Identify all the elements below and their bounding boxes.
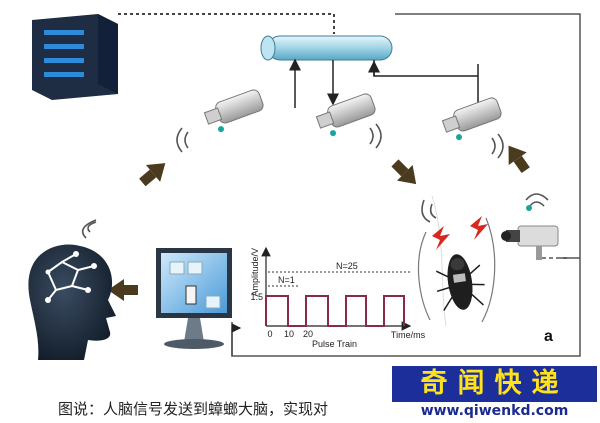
usb-transceiver-left-icon <box>203 88 267 135</box>
arrow-camera-to-dongle-icon <box>500 139 535 176</box>
marker-n1: N=1 <box>278 275 295 285</box>
usb-transceiver-right-icon <box>441 96 505 143</box>
camera-icon <box>501 205 558 260</box>
pulse-train-chart: Amplitude/V 1.5 0 10 20 Time/ms Pulse Tr… <box>250 248 426 349</box>
arrow-dongle-to-cockroach-icon <box>387 155 424 192</box>
feedback-to-monitor-line <box>232 328 240 356</box>
y-tick-label: 1.5 <box>250 292 263 302</box>
bus-connectors <box>295 60 478 108</box>
arrow-head-to-dongle-icon <box>135 155 172 191</box>
x-tick-label-0: 0 <box>267 329 272 339</box>
x-tick-label-2: 20 <box>303 329 313 339</box>
watermark-title: 奇闻快递 <box>392 366 597 402</box>
server-link-line <box>118 14 334 34</box>
human-head-icon <box>28 244 116 360</box>
watermark-url: www.qiwenkd.com <box>392 403 597 420</box>
x-tick-label-1: 10 <box>284 329 294 339</box>
monitor-icon <box>156 248 232 349</box>
marker-n25: N=25 <box>336 261 358 271</box>
lightning-bolt-icons <box>432 216 488 250</box>
x-axis-label: Time/ms <box>391 330 426 340</box>
y-axis-label: Amplitude/V <box>250 248 260 297</box>
cockroach-icon <box>432 251 487 313</box>
pulse-waveform <box>266 296 404 326</box>
frame-lines <box>232 14 580 356</box>
watermark: 奇闻快递 www.qiwenkd.com <box>392 366 597 420</box>
usb-transceiver-center-icon <box>315 92 379 139</box>
chart-caption: Pulse Train <box>312 339 357 349</box>
server-icon <box>32 14 118 100</box>
figure-caption: 图说：人脑信号发送到蟑螂大脑，实现对 <box>58 398 328 419</box>
arrow-monitor-to-head-icon <box>108 279 138 301</box>
panel-label: a <box>544 328 553 346</box>
data-bus-pipe-icon <box>261 36 392 60</box>
